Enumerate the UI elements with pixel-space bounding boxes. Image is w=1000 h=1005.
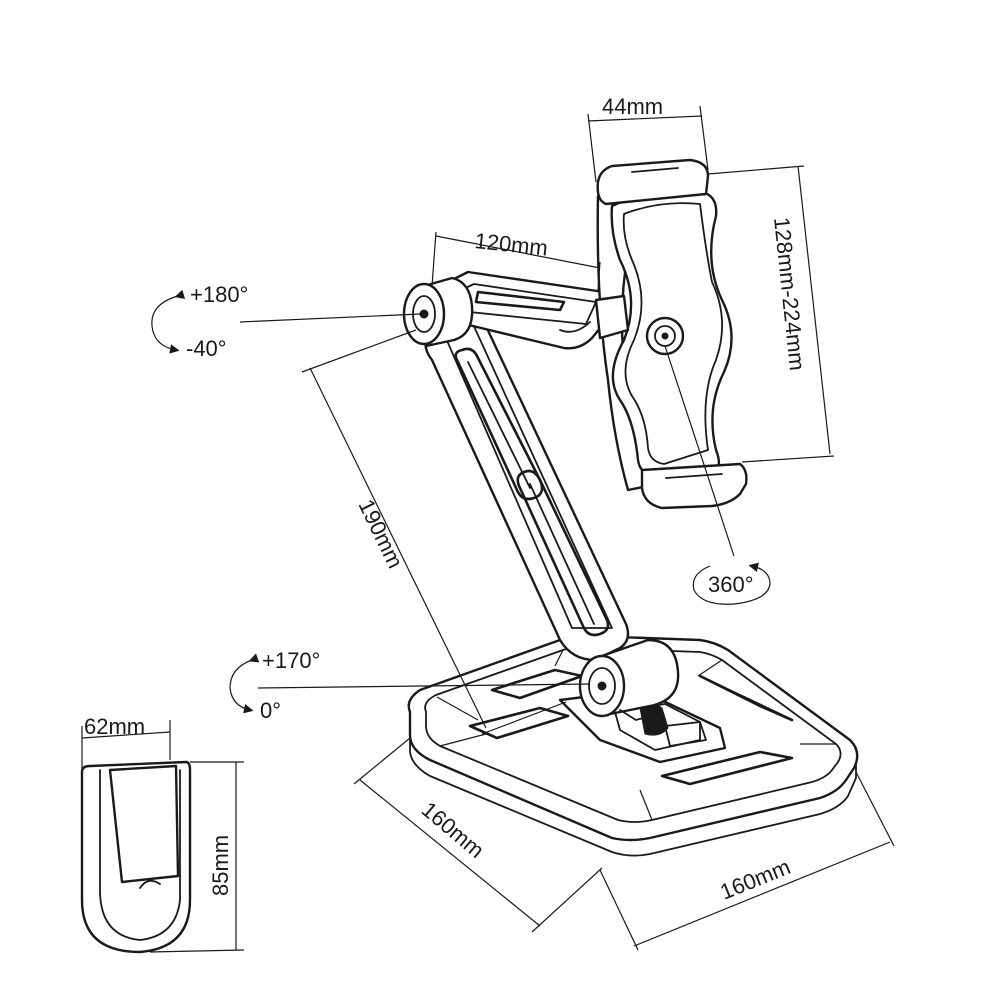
foot-side-view bbox=[80, 720, 245, 954]
rot-upper-max: +180° bbox=[190, 282, 248, 307]
lower-joint bbox=[578, 638, 680, 721]
dim-foot-height: 85mm bbox=[208, 835, 233, 896]
curved-arrow-icon bbox=[151, 289, 186, 354]
rot-lower-min: 0° bbox=[260, 698, 281, 723]
dim-foot-width: 62mm bbox=[84, 714, 145, 739]
dimension-lines bbox=[239, 105, 895, 951]
rot-holder: 360° bbox=[708, 572, 754, 597]
dim-holder-depth: 44mm bbox=[602, 94, 663, 119]
dim-arm-lower: 190mm bbox=[354, 495, 409, 572]
dim-base-depth: 160mm bbox=[417, 797, 489, 863]
tablet-holder bbox=[594, 158, 748, 510]
upper-joint bbox=[402, 276, 474, 348]
dim-holder-range: 128mm-224mm bbox=[769, 216, 810, 372]
curved-arrow-icon bbox=[229, 653, 260, 714]
rot-upper-min: -40° bbox=[186, 336, 227, 361]
lower-arm bbox=[424, 308, 630, 662]
rot-lower-max: +170° bbox=[262, 648, 320, 673]
dim-arm-upper: 120mm bbox=[473, 228, 549, 261]
circular-arrow-icon bbox=[692, 562, 771, 605]
